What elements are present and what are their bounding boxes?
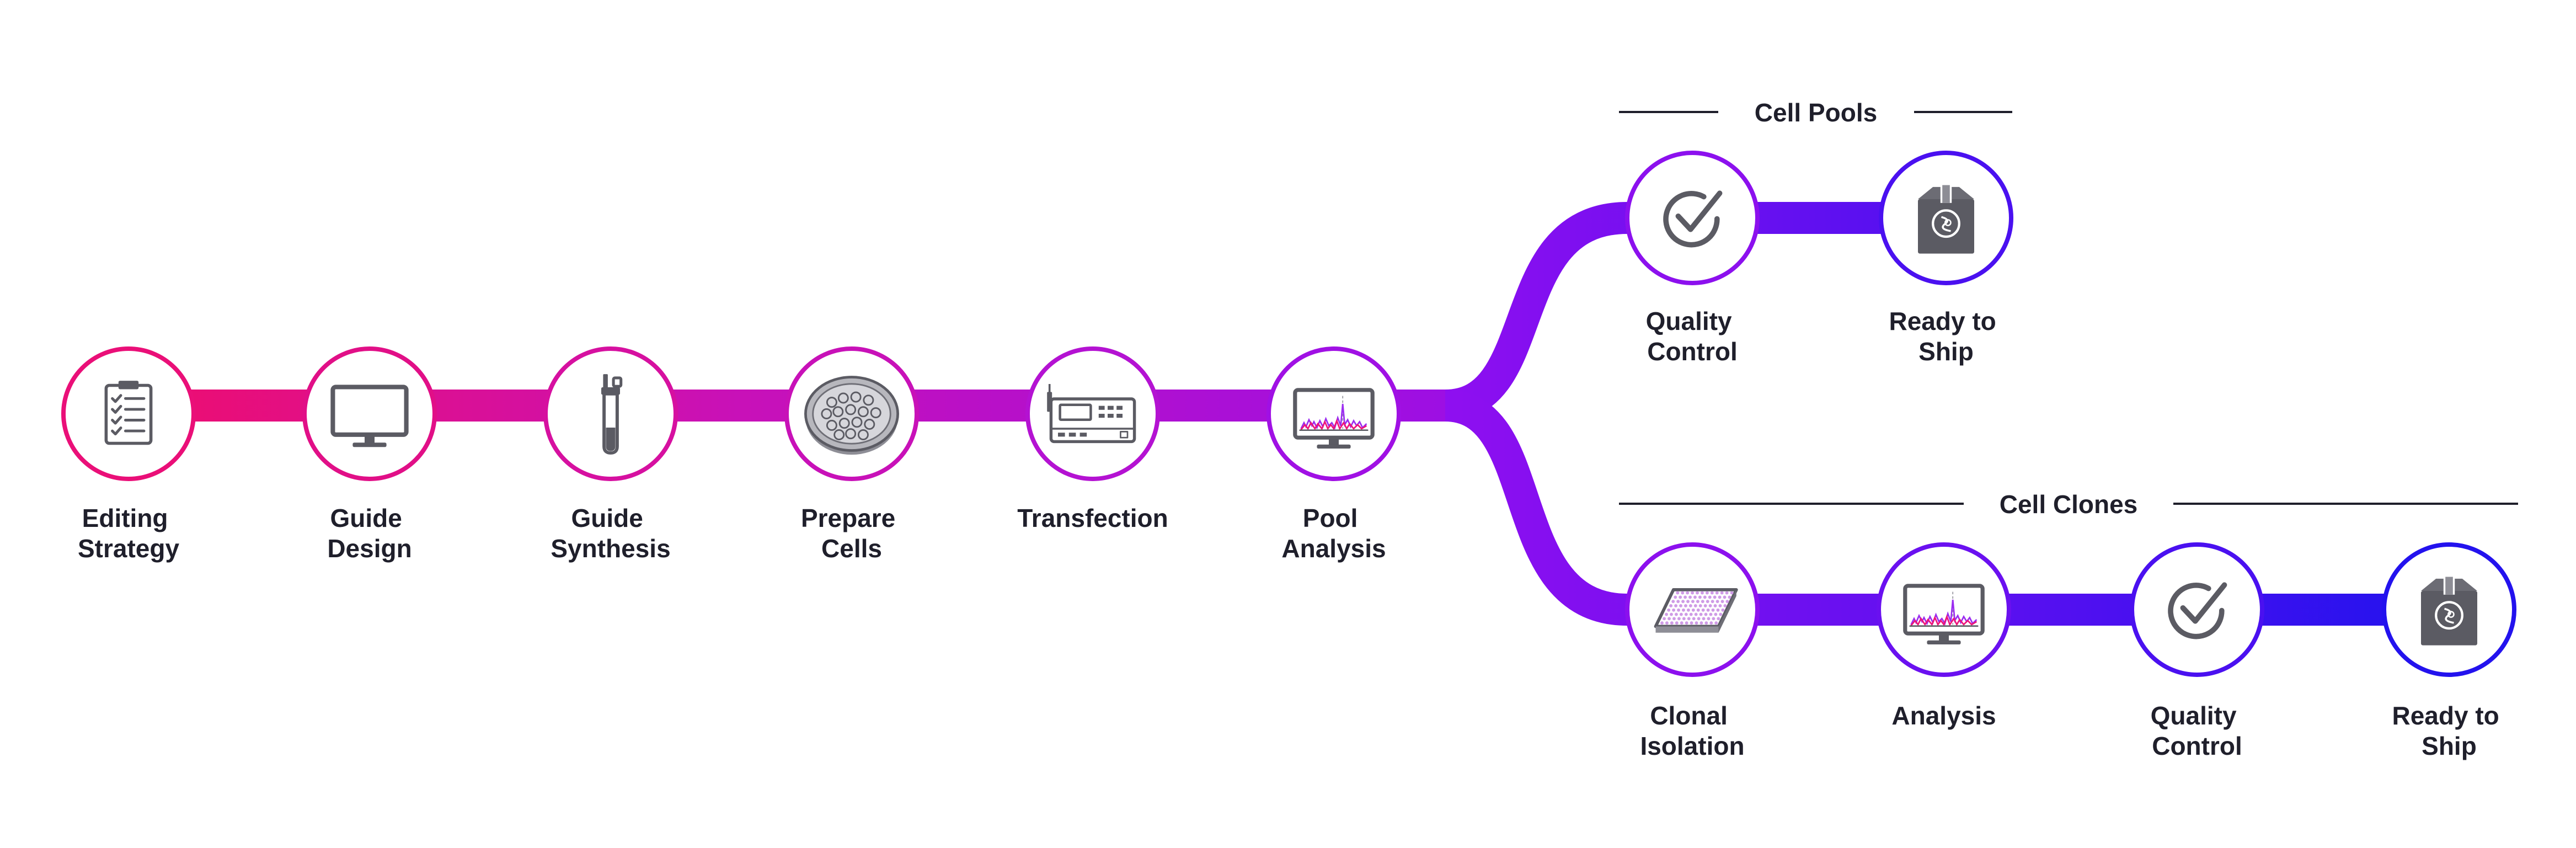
svg-text:Clonal Isolation: Clonal Isolation xyxy=(1640,701,1744,760)
cell-pools-header: Cell Pools xyxy=(1619,98,2012,127)
svg-text:Transfection: Transfection xyxy=(1017,504,1168,532)
step-label-line: Editing xyxy=(82,504,168,532)
shipping-box-icon xyxy=(1918,185,1974,254)
step-label-line: Transfection xyxy=(1017,504,1168,532)
cell-clones-steps: Clonal Isolation Analysis Quality Contro… xyxy=(1625,542,2516,760)
step-guide-synthesis: Guide Synthesis xyxy=(543,346,678,563)
svg-text:Prepare Cells: Prepare Cells xyxy=(801,504,902,563)
cell-clones-header: Cell Clones xyxy=(1619,490,2518,519)
shipping-box-icon xyxy=(2421,577,2477,646)
step-label-line: Prepare xyxy=(801,504,895,532)
cell-pools-steps: Quality Control Ready to Ship xyxy=(1625,151,2013,366)
main-workflow-steps: Editing Strategy Guide Design Guide Synt… xyxy=(61,346,1401,563)
step-prepare-cells: Prepare Cells xyxy=(784,346,919,563)
svg-text:Ready to Ship: Ready to Ship xyxy=(1889,307,2003,366)
step-label-line: Guide xyxy=(571,504,643,532)
step-label-line: Design xyxy=(327,534,411,563)
step-label-line: Ready to xyxy=(1889,307,1996,335)
cell-clones-title: Cell Clones xyxy=(2000,490,2138,519)
step-pool-analysis: Pool Analysis xyxy=(1266,346,1401,563)
svg-text:Quality Control: Quality Control xyxy=(2151,701,2244,760)
step-guide-design: Guide Design xyxy=(302,346,437,563)
petri-dish-icon xyxy=(805,377,897,455)
step-clones-ready-to-ship: Ready to Ship xyxy=(2382,542,2516,760)
svg-text:Ready to Ship: Ready to Ship xyxy=(2392,701,2506,760)
step-label-line: Ship xyxy=(2422,732,2477,760)
step-label-line: Control xyxy=(1647,337,1738,366)
step-label-line: Control xyxy=(2152,732,2242,760)
step-label-line: Quality xyxy=(2151,701,2237,730)
step-label-line: Isolation xyxy=(1640,732,1744,760)
step-label-line: Ready to xyxy=(2392,701,2499,730)
step-label-line: Clonal xyxy=(1650,701,1728,730)
step-clonal-isolation: Clonal Isolation xyxy=(1625,542,1760,760)
step-label-line: Strategy xyxy=(78,534,179,563)
step-label-line: Cells xyxy=(821,534,882,563)
step-label-line: Guide xyxy=(330,504,402,532)
step-label-line: Synthesis xyxy=(551,534,670,563)
step-transfection: Transfection xyxy=(1017,346,1168,532)
svg-text:Guide Synthesis: Guide Synthesis xyxy=(551,504,670,563)
step-label-line: Quality xyxy=(1646,307,1732,335)
cell-pools-title: Cell Pools xyxy=(1755,98,1877,127)
svg-text:Quality Control: Quality Control xyxy=(1646,307,1739,366)
step-label-line: Ship xyxy=(1918,337,1974,366)
step-clones-analysis: Analysis xyxy=(1877,542,2011,730)
step-label-line: Pool xyxy=(1303,504,1358,532)
step-label-line: Analysis xyxy=(1891,701,1996,730)
svg-text:Guide Design: Guide Design xyxy=(327,504,411,563)
step-pools-ready-to-ship: Ready to Ship xyxy=(1879,151,2013,366)
svg-text:Pool Analysis: Pool Analysis xyxy=(1281,504,1386,563)
cell-pools-branch-track xyxy=(1444,202,1953,422)
svg-text:Analysis: Analysis xyxy=(1891,701,1996,730)
step-label-line: Analysis xyxy=(1281,534,1386,563)
step-pools-quality-control: Quality Control xyxy=(1625,151,1760,366)
step-editing-strategy: Editing Strategy xyxy=(61,346,196,563)
cell-clones-branch-track xyxy=(1444,390,2449,626)
step-clones-quality-control: Quality Control xyxy=(2130,542,2264,760)
svg-text:Editing Strategy: Editing Strategy xyxy=(78,504,179,563)
